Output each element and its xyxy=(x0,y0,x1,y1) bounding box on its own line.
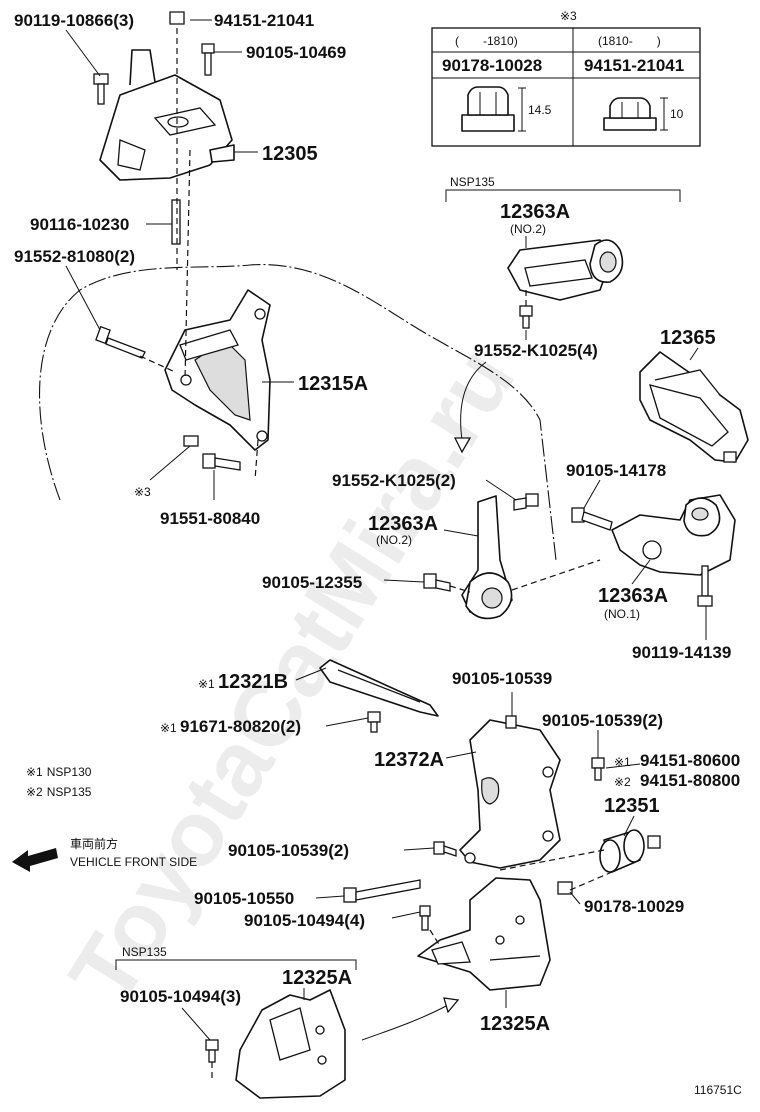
table-col1-dim: 14.5 xyxy=(528,103,552,117)
label-90105-10539-2-right: 90105-10539(2) xyxy=(542,711,663,730)
label-91551-80840: 91551-80840 xyxy=(160,509,260,528)
nut-12365-mount-icon xyxy=(723,451,737,463)
direction-arrow-2 xyxy=(361,1004,449,1041)
nut-spec-table: ※3 ( -1810) (1810- ) 90178-10028 94151-2… xyxy=(431,9,701,147)
bolt-90119-10866-icon xyxy=(93,73,109,105)
label-no2-upper: (NO.2) xyxy=(510,222,546,236)
label-90105-10469: 90105-10469 xyxy=(246,43,346,62)
label-12321B: 12321B xyxy=(218,671,288,693)
bolt-91552-K1025-4-icon xyxy=(519,305,533,329)
table-col1-part: 90178-10028 xyxy=(442,56,542,75)
stud-90116-10230-icon xyxy=(171,199,181,245)
engine-outline xyxy=(38,264,557,561)
label-note1-94151: ※1 xyxy=(614,755,631,769)
vehicle-front-jp: 車両前方 xyxy=(70,836,118,851)
label-91552-81080: 91552-81080(2) xyxy=(14,247,135,266)
label-note1-12321B: ※1 xyxy=(198,677,215,691)
cover-12365 xyxy=(639,351,749,463)
short-nut-icon xyxy=(603,97,668,131)
label-90105-14178: 90105-14178 xyxy=(566,461,666,480)
bolt-90105-10539-top-icon xyxy=(505,715,517,729)
label-90119-10866: 90119-10866(3) xyxy=(14,11,134,30)
bolt-90105-12355-icon xyxy=(423,573,451,592)
label-12365: 12365 xyxy=(660,327,716,349)
label-91552-K1025-2: 91552-K1025(2) xyxy=(332,471,456,490)
bolt-90105-10469-icon xyxy=(201,43,215,76)
label-12372A: 12372A xyxy=(374,749,444,771)
table-note-mark: ※3 xyxy=(560,9,577,23)
label-12363A-upper: 12363A xyxy=(500,201,570,223)
bolt-90105-10550-icon xyxy=(343,879,421,903)
label-90105-10494-3: 90105-10494(3) xyxy=(120,987,241,1006)
bracket-12363A-no1 xyxy=(611,494,736,576)
label-note2-94151: ※2 xyxy=(614,775,631,789)
bolt-90105-10539-2-right-icon xyxy=(591,757,605,781)
label-90119-14139: 90119-14139 xyxy=(632,643,731,662)
bracket-12325A-right xyxy=(417,877,551,991)
label-90105-10539-top: 90105-10539 xyxy=(452,669,552,688)
label-12325A-right: 12325A xyxy=(480,1013,550,1035)
label-94151-80800: 94151-80800 xyxy=(640,771,740,790)
label-12363A-mid: 12363A xyxy=(368,513,438,535)
table-col2-range: (1810- ) xyxy=(598,34,661,48)
label-91671-80820: 91671-80820(2) xyxy=(180,717,301,736)
label-94151-21041: 94151-21041 xyxy=(214,11,314,30)
table-col1-range: ( -1810) xyxy=(455,34,518,48)
bolt-91552-81080-icon xyxy=(95,325,146,359)
bracket-12372A xyxy=(459,719,561,869)
label-12363A-no1: 12363A xyxy=(598,585,668,607)
bracket-12363A-no2-lower xyxy=(461,495,513,620)
label-note3: ※3 xyxy=(134,485,151,499)
plate-12321B xyxy=(319,659,439,717)
bolt-91671-80820-icon xyxy=(367,711,381,733)
leader-lines xyxy=(65,19,707,1041)
label-12305: 12305 xyxy=(262,143,318,165)
bolt-90105-10494-4-icon xyxy=(419,905,431,931)
vehicle-front-en: VEHICLE FRONT SIDE xyxy=(70,855,197,869)
label-94151-80600: 94151-80600 xyxy=(640,751,740,770)
bolt-90105-10539-2-left-icon xyxy=(433,841,457,857)
label-90105-10539-2-left: 90105-10539(2) xyxy=(228,841,349,860)
label-90116-10230: 90116-10230 xyxy=(30,215,129,234)
label-no1: (NO.1) xyxy=(604,607,640,621)
bolt-90119-14139-icon xyxy=(697,565,713,607)
nut-90178-10029-icon xyxy=(557,881,573,895)
nut-94151-80600-icon xyxy=(647,835,661,849)
label-nsp135-bottom: NSP135 xyxy=(122,945,167,959)
mount-12305 xyxy=(99,49,235,181)
direction-arrow-1 xyxy=(460,361,487,441)
label-12325A-left: 12325A xyxy=(282,967,352,989)
label-90178-10029: 90178-10029 xyxy=(584,897,684,916)
bolt-90105-14178-icon xyxy=(571,507,613,531)
label-91552-K1025-4: 91552-K1025(4) xyxy=(474,341,598,360)
nut-94151-21041-icon xyxy=(169,11,185,25)
diagram-code: 116751C xyxy=(694,1083,742,1097)
bracket-12315A xyxy=(164,289,271,451)
label-90105-10550: 90105-10550 xyxy=(194,889,294,908)
damper-12351 xyxy=(599,829,645,873)
bolt-91551-80840-icon xyxy=(202,453,241,471)
nut-note3-icon xyxy=(183,435,199,447)
tall-nut-icon xyxy=(461,86,526,132)
label-note1-91671: ※1 xyxy=(160,721,177,735)
bracket-12325A-left xyxy=(235,989,346,1099)
label-90105-10494-4: 90105-10494(4) xyxy=(244,911,365,930)
bolt-91552-K1025-2-icon xyxy=(513,493,539,511)
table-col2-part: 94151-21041 xyxy=(584,56,684,75)
label-no2-mid: (NO.2) xyxy=(376,533,412,547)
table-col2-dim: 10 xyxy=(670,107,684,121)
bracket-12363A-no2-upper xyxy=(507,239,624,301)
label-12315A: 12315A xyxy=(298,373,368,395)
arrow-left-icon xyxy=(12,848,58,872)
label-12351: 12351 xyxy=(604,795,660,817)
bolt-90105-10494-3-icon xyxy=(205,1039,219,1063)
label-90105-12355: 90105-12355 xyxy=(262,573,362,592)
label-nsp135-top: NSP135 xyxy=(450,175,495,189)
